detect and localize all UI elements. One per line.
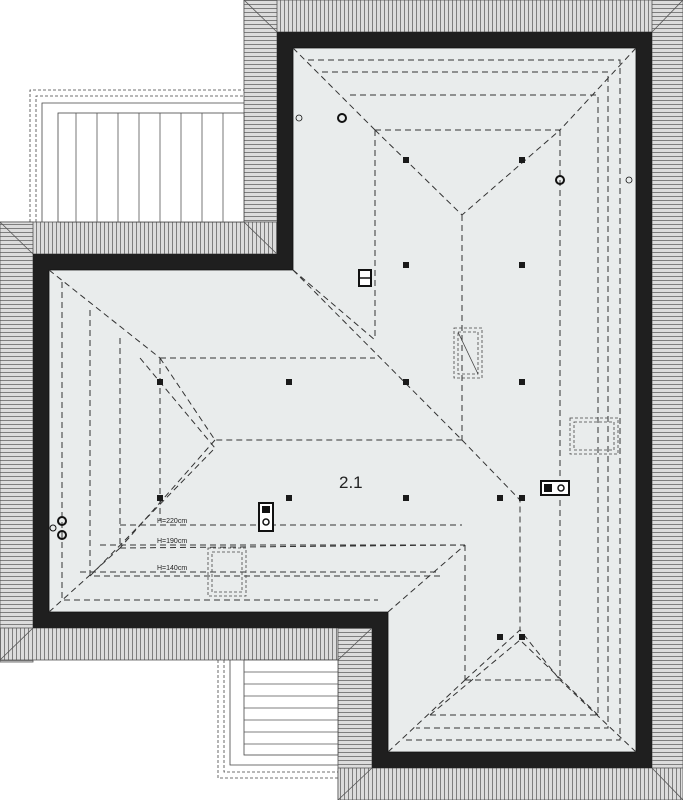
roof-window (453, 327, 483, 379)
room-number: 2.1 (339, 473, 363, 492)
height-marker-220: H=220cm (157, 518, 187, 525)
post (403, 379, 409, 385)
porch-roof-top-left (29, 89, 245, 223)
roof-window (569, 417, 619, 455)
vent (295, 114, 303, 122)
roof-window (207, 547, 247, 597)
porch-roof-panel-bottom (243, 659, 339, 756)
vent (337, 113, 347, 123)
vent (625, 176, 633, 184)
post (157, 379, 163, 385)
roof-hip-lines (48, 47, 637, 753)
post (519, 634, 525, 640)
porch-roof-bottom (217, 659, 339, 779)
vent (57, 516, 67, 526)
chimney (358, 269, 372, 287)
post (497, 634, 503, 640)
post (403, 262, 409, 268)
eave-top (243, 0, 683, 33)
vents (49, 113, 633, 540)
eave-bottom (337, 767, 683, 800)
height-marker-190: H=190cm (157, 538, 187, 545)
post (497, 495, 503, 501)
chimneys (258, 269, 570, 532)
chimney (540, 480, 570, 496)
vent (555, 175, 565, 185)
post (519, 379, 525, 385)
post (286, 495, 292, 501)
post (157, 495, 163, 501)
post (286, 379, 292, 385)
roof-windows (207, 327, 619, 597)
post (403, 157, 409, 163)
vent (49, 524, 57, 532)
height-marker-140: H=140cm (157, 565, 187, 572)
eave-left (0, 221, 34, 663)
vent (57, 530, 67, 540)
posts (157, 157, 525, 640)
eave-west-top (0, 221, 278, 255)
post (519, 262, 525, 268)
post (519, 157, 525, 163)
post (519, 495, 525, 501)
chimney (258, 502, 274, 532)
eave-right (651, 0, 683, 800)
post (403, 495, 409, 501)
eave-west-bottom (0, 627, 361, 661)
porch-roof-panel (57, 112, 245, 223)
height-lines (80, 524, 465, 573)
